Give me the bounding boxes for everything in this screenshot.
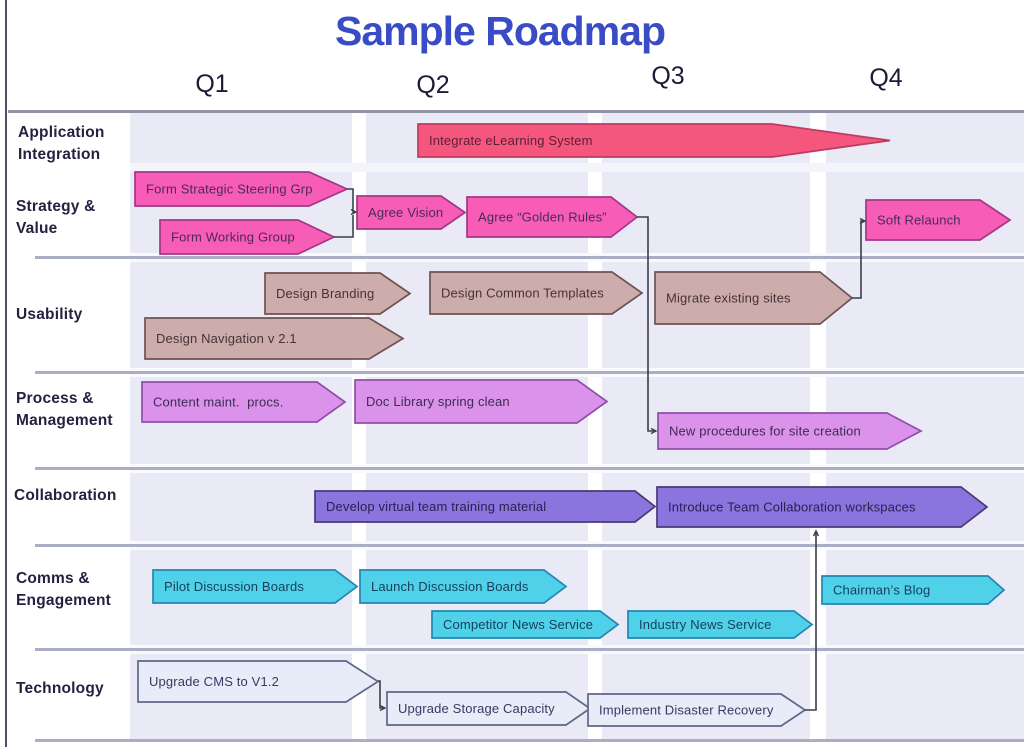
- row-divider-line: [35, 371, 1024, 374]
- chart-bottom-line: [35, 739, 1024, 742]
- task-label-upgrade-storage-capacity: Upgrade Storage Capacity: [398, 701, 555, 716]
- task-bar-upgrade-storage-capacity: [386, 691, 592, 726]
- task-label-doc-library-spring-clean: Doc Library spring clean: [366, 394, 510, 409]
- row-label-application-integration: Application Integration: [18, 124, 105, 163]
- task-bar-content-maint-procs: [141, 381, 347, 423]
- row-divider-line: [35, 467, 1024, 470]
- task-bar-develop-virtual-training: [314, 490, 657, 523]
- quarter-label-q3: Q3: [651, 62, 685, 90]
- task-bar-upgrade-cms-v12: [137, 660, 380, 703]
- task-bar-pilot-discussion-boards: [152, 569, 359, 604]
- task-label-design-common-templates: Design Common Templates: [441, 286, 604, 301]
- row-label-collaboration: Collaboration: [14, 487, 117, 504]
- task-label-form-strategic-steering-grp: Form Strategic Steering Grp: [146, 182, 313, 197]
- task-bar-launch-discussion-boards: [359, 569, 568, 604]
- task-label-agree-golden-rules: Agree “Golden Rules”: [478, 210, 607, 225]
- connector-golden-rules-to-new-procs: [637, 216, 658, 435]
- task-label-agree-vision: Agree Vision: [368, 205, 443, 220]
- task-label-introduce-team-collaboration: Introduce Team Collaboration workspaces: [668, 500, 916, 515]
- task-bar-agree-golden-rules: [466, 196, 639, 238]
- task-bar-design-common-templates: [429, 271, 644, 315]
- task-bar-form-strategic-steering-grp: [134, 171, 350, 207]
- task-bar-soft-relaunch: [865, 199, 1012, 241]
- task-label-new-procedures-site-creation: New procedures for site creation: [669, 424, 861, 439]
- connector-migrate-to-soft-relaunch: [852, 217, 867, 299]
- row-label-comms-engagement: Comms & Engagement: [16, 570, 112, 609]
- row-divider-line: [35, 648, 1024, 651]
- task-bar-integrate-elearning: [417, 123, 891, 158]
- task-bar-agree-vision: [356, 195, 467, 230]
- task-bar-implement-disaster-recovery: [587, 693, 807, 727]
- task-bar-industry-news-service: [627, 610, 814, 639]
- task-label-upgrade-cms-v12: Upgrade CMS to V1.2: [149, 674, 279, 689]
- quarter-label-q2: Q2: [416, 71, 450, 99]
- task-label-soft-relaunch: Soft Relaunch: [877, 213, 961, 228]
- task-label-design-navigation-v21: Design Navigation v 2.1: [156, 331, 297, 346]
- row-divider-line: [35, 256, 1024, 259]
- task-label-launch-discussion-boards: Launch Discussion Boards: [371, 579, 529, 594]
- connector-working-group-to-junction: [334, 215, 354, 238]
- row-label-process-management: Process & Management: [16, 390, 113, 429]
- row-label-strategy-value: Strategy & Value: [16, 198, 96, 237]
- task-label-design-branding: Design Branding: [276, 286, 374, 301]
- task-bar-competitor-news-service: [431, 610, 620, 639]
- task-bar-new-procedures-site-creation: [657, 412, 923, 450]
- row-gap: [130, 163, 1024, 172]
- task-label-develop-virtual-training: Develop virtual team training material: [326, 499, 546, 514]
- quarter-band-q1: [130, 113, 352, 740]
- connector-cms-to-storage: [378, 680, 387, 712]
- row-divider-line: [35, 544, 1024, 547]
- connector-disaster-to-introduce-collab: [805, 529, 820, 711]
- task-bar-form-working-group: [159, 219, 336, 255]
- task-bar-chairmans-blog: [821, 575, 1006, 605]
- task-label-pilot-discussion-boards: Pilot Discussion Boards: [164, 579, 304, 594]
- task-bar-design-navigation-v21: [144, 317, 405, 360]
- task-bar-migrate-existing-sites: [654, 271, 854, 325]
- quarter-label-q4: Q4: [869, 64, 903, 92]
- task-bar-doc-library-spring-clean: [354, 379, 609, 424]
- chart-top-line: [8, 110, 1024, 113]
- task-bar-introduce-team-collaboration: [656, 486, 989, 528]
- task-label-competitor-news-service: Competitor News Service: [443, 617, 593, 632]
- row-label-technology: Technology: [16, 680, 104, 697]
- connector-steering-to-agree-vision: [347, 188, 358, 216]
- task-label-integrate-elearning: Integrate eLearning System: [429, 133, 593, 148]
- page-title: Sample Roadmap: [334, 8, 666, 54]
- task-label-migrate-existing-sites: Migrate existing sites: [666, 291, 791, 306]
- task-bar-design-branding: [264, 272, 412, 315]
- task-label-content-maint-procs: Content maint. procs.: [153, 395, 283, 410]
- left-border-line: [5, 0, 7, 747]
- task-label-chairmans-blog: Chairman’s Blog: [833, 583, 930, 598]
- row-label-usability: Usability: [16, 306, 83, 323]
- quarter-label-q1: Q1: [195, 70, 229, 98]
- task-label-form-working-group: Form Working Group: [171, 230, 295, 245]
- task-label-implement-disaster-recovery: Implement Disaster Recovery: [599, 703, 774, 718]
- task-label-industry-news-service: Industry News Service: [639, 617, 771, 632]
